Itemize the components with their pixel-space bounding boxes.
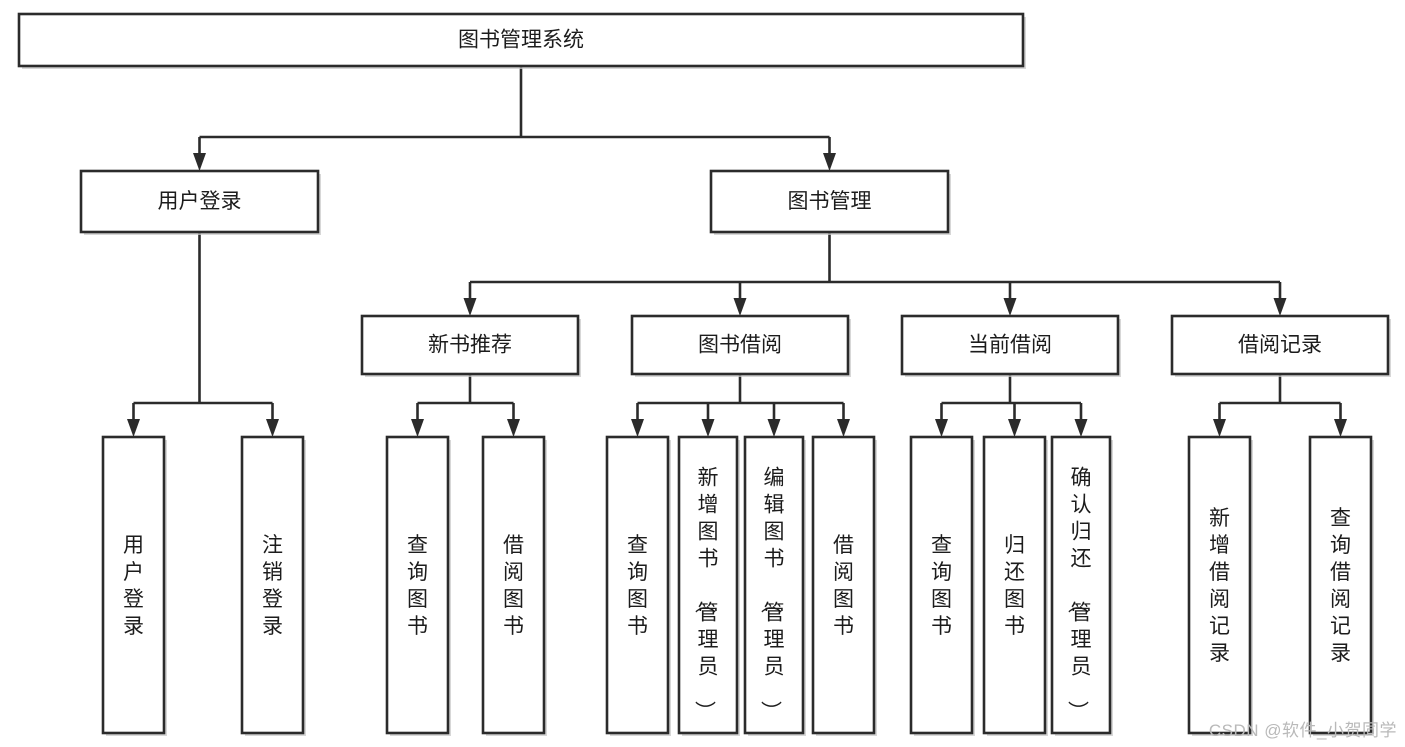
node-box[interactable]	[709, 169, 950, 234]
edge-arrowhead	[411, 419, 424, 437]
node-label: 图书借阅	[698, 334, 782, 357]
node-l-borrow-book-1[interactable]: 借阅图书	[481, 435, 547, 736]
node-n-book-mgmt[interactable]: 图书管理	[709, 169, 951, 235]
node-label: 新书推荐	[428, 334, 512, 357]
node-box[interactable]	[630, 314, 850, 376]
node-label: 注销登录	[262, 534, 283, 638]
edge-arrowhead	[193, 153, 206, 171]
node-l-confirm-return[interactable]: 确认归还（管理员）	[1050, 435, 1113, 736]
edge-arrowhead	[1273, 298, 1287, 316]
edge-arrowhead	[1008, 419, 1021, 437]
node-n-borrow-record[interactable]: 借阅记录	[1170, 314, 1391, 377]
edge-arrowhead	[1003, 298, 1017, 316]
node-label: 归还图书	[1004, 534, 1025, 638]
node-l-add-record[interactable]: 新增借阅记录	[1187, 435, 1253, 736]
node-label: 新增借阅记录	[1209, 507, 1230, 665]
node-label: 用户登录	[123, 534, 144, 638]
node-box[interactable]	[605, 435, 670, 735]
node-box[interactable]	[79, 169, 320, 234]
edge-arrowhead	[935, 419, 948, 437]
edge-arrowhead	[463, 298, 477, 316]
node-box[interactable]	[1308, 435, 1373, 735]
node-box[interactable]	[811, 435, 876, 735]
node-label: 查询借阅记录	[1330, 507, 1351, 665]
node-label: 借阅记录	[1238, 334, 1322, 357]
edges-layer	[127, 66, 1347, 437]
node-root[interactable]: 图书管理系统	[17, 12, 1026, 69]
node-box[interactable]	[743, 435, 805, 735]
node-label: 借阅图书	[833, 534, 854, 638]
node-box[interactable]	[17, 12, 1025, 68]
edge-arrowhead	[1074, 419, 1088, 437]
node-label: 新增图书（管理员）	[693, 467, 719, 722]
node-n-user-login[interactable]: 用户登录	[79, 169, 321, 235]
edge-arrowhead	[701, 419, 715, 437]
node-box[interactable]	[481, 435, 546, 735]
node-box[interactable]	[1187, 435, 1252, 735]
node-n-current-borrow[interactable]: 当前借阅	[900, 314, 1121, 377]
node-l-return-book[interactable]: 归还图书	[982, 435, 1048, 736]
node-l-query-book-1[interactable]: 查询图书	[385, 435, 451, 736]
node-label: 借阅图书	[503, 534, 524, 638]
edge-arrowhead	[837, 419, 850, 437]
node-l-query-book-3[interactable]: 查询图书	[909, 435, 975, 736]
node-l-borrow-book-2[interactable]: 借阅图书	[811, 435, 877, 736]
edge-arrowhead	[823, 153, 836, 171]
node-box[interactable]	[240, 435, 305, 735]
node-label: 查询图书	[931, 534, 952, 638]
watermark-text: CSDN @软件_小贺同学	[1208, 721, 1397, 740]
node-box[interactable]	[982, 435, 1047, 735]
node-box[interactable]	[677, 435, 739, 735]
node-label: 编辑图书（管理员）	[759, 467, 785, 722]
node-box[interactable]	[1170, 314, 1390, 376]
nodes-layer: 图书管理系统用户登录图书管理新书推荐图书借阅当前借阅借阅记录用户登录注销登录查询…	[17, 12, 1391, 736]
node-l-add-book[interactable]: 新增图书（管理员）	[677, 435, 740, 736]
edge-arrowhead	[1213, 419, 1226, 437]
node-n-new-book-rec[interactable]: 新书推荐	[360, 314, 581, 377]
node-n-book-borrow[interactable]: 图书借阅	[630, 314, 851, 377]
node-box[interactable]	[101, 435, 166, 735]
node-label: 用户登录	[158, 190, 242, 213]
edge-arrowhead	[127, 419, 140, 437]
node-box[interactable]	[385, 435, 450, 735]
node-box[interactable]	[1050, 435, 1112, 735]
node-l-logout[interactable]: 注销登录	[240, 435, 306, 736]
node-label: 图书管理	[788, 190, 872, 213]
edge-arrowhead	[631, 419, 644, 437]
node-label: 当前借阅	[968, 334, 1052, 357]
node-label: 确认归还（管理员）	[1066, 467, 1092, 722]
node-l-query-book-2[interactable]: 查询图书	[605, 435, 671, 736]
edge-arrowhead	[767, 419, 781, 437]
node-box[interactable]	[909, 435, 974, 735]
node-l-edit-book[interactable]: 编辑图书（管理员）	[743, 435, 806, 736]
node-box[interactable]	[900, 314, 1120, 376]
edge-arrowhead	[733, 298, 747, 316]
node-l-query-record[interactable]: 查询借阅记录	[1308, 435, 1374, 736]
node-label: 图书管理系统	[458, 29, 584, 52]
node-label: 查询图书	[627, 534, 648, 638]
node-label: 查询图书	[407, 534, 428, 638]
node-l-user-login[interactable]: 用户登录	[101, 435, 167, 736]
edge-arrowhead	[266, 419, 279, 437]
edge-arrowhead	[507, 419, 520, 437]
edge-arrowhead	[1334, 419, 1347, 437]
node-box[interactable]	[360, 314, 580, 376]
